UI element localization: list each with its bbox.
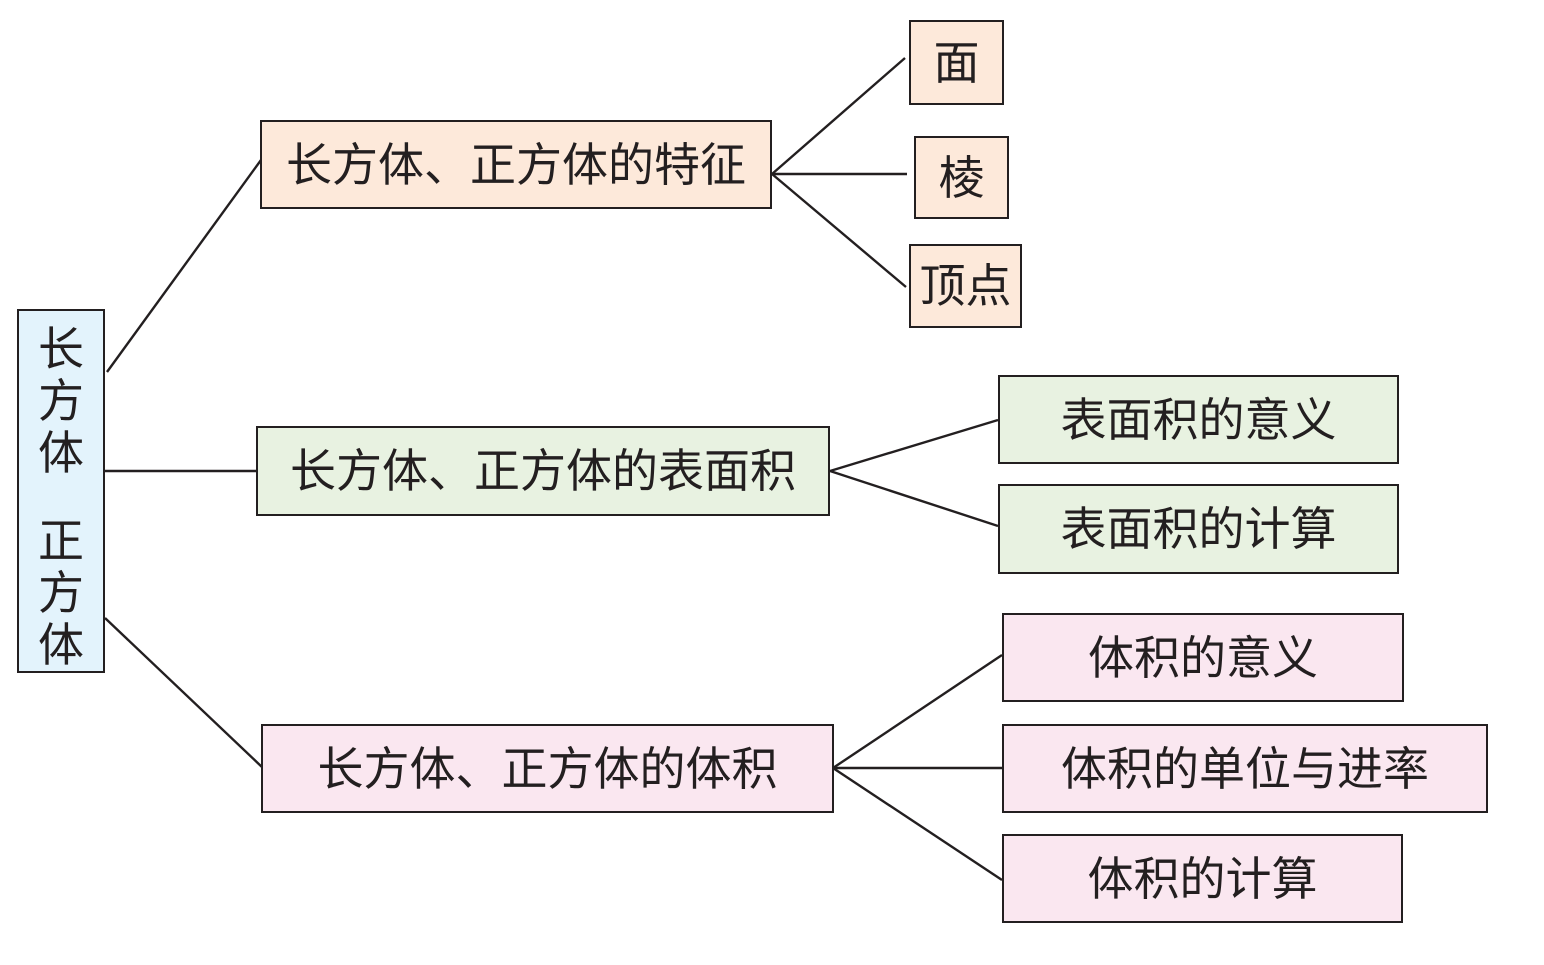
leaf-volume-calc: 体积的计算 xyxy=(1002,834,1403,923)
leaf-volume-meaning: 体积的意义 xyxy=(1002,613,1404,702)
branch-volume: 长方体、正方体的体积 xyxy=(261,724,834,813)
leaf-volume-units: 体积的单位与进率 xyxy=(1002,724,1488,813)
branch-surface-area: 长方体、正方体的表面积 xyxy=(256,426,830,516)
connector-root-features xyxy=(106,159,262,373)
leaf-edge: 棱 xyxy=(914,136,1009,219)
branch-features: 长方体、正方体的特征 xyxy=(260,120,772,209)
root-line-2: 正 方 体 xyxy=(37,515,85,671)
root-char: 方 xyxy=(38,566,84,620)
connector-surface-calc xyxy=(829,469,999,528)
connector-features-vertex xyxy=(771,173,907,288)
root-char: 方 xyxy=(38,374,84,428)
leaf-vertex: 顶点 xyxy=(909,244,1022,328)
connector-surface-meaning xyxy=(829,418,999,473)
leaf-surface-meaning: 表面积的意义 xyxy=(998,375,1399,464)
root-char: 体 xyxy=(38,618,84,672)
root-node: 长 方 体 正 方 体 xyxy=(17,309,105,673)
root-char: 体 xyxy=(38,426,84,480)
connector-features-face xyxy=(771,57,906,175)
connector-volume-calc xyxy=(832,766,1003,882)
root-char: 正 xyxy=(38,514,84,568)
root-line-1: 长 方 体 xyxy=(37,323,85,479)
root-char: 长 xyxy=(38,322,84,376)
connector-root-volume xyxy=(104,617,264,769)
leaf-surface-calc: 表面积的计算 xyxy=(998,484,1399,574)
connector-volume-meaning xyxy=(832,654,1003,769)
leaf-face: 面 xyxy=(909,20,1004,105)
